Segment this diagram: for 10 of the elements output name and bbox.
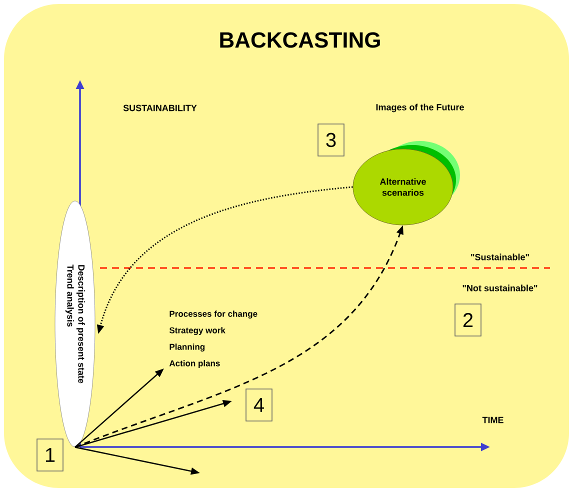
- number-box: 2: [454, 304, 482, 336]
- node-label: Images of the Future: [376, 104, 464, 112]
- activity-list: Processes for change Strategy work Planning Action plans: [169, 310, 258, 368]
- zone-label: "Not sustainable": [461, 284, 539, 292]
- number-box: 3: [318, 124, 344, 156]
- number-box: 4: [246, 388, 272, 422]
- number-box: 1: [36, 438, 64, 472]
- title: BACKCASTING: [220, 32, 380, 48]
- scenario-ellipses: Alternative scenarios: [352, 141, 460, 226]
- zone-label: "Sustainable": [469, 252, 531, 262]
